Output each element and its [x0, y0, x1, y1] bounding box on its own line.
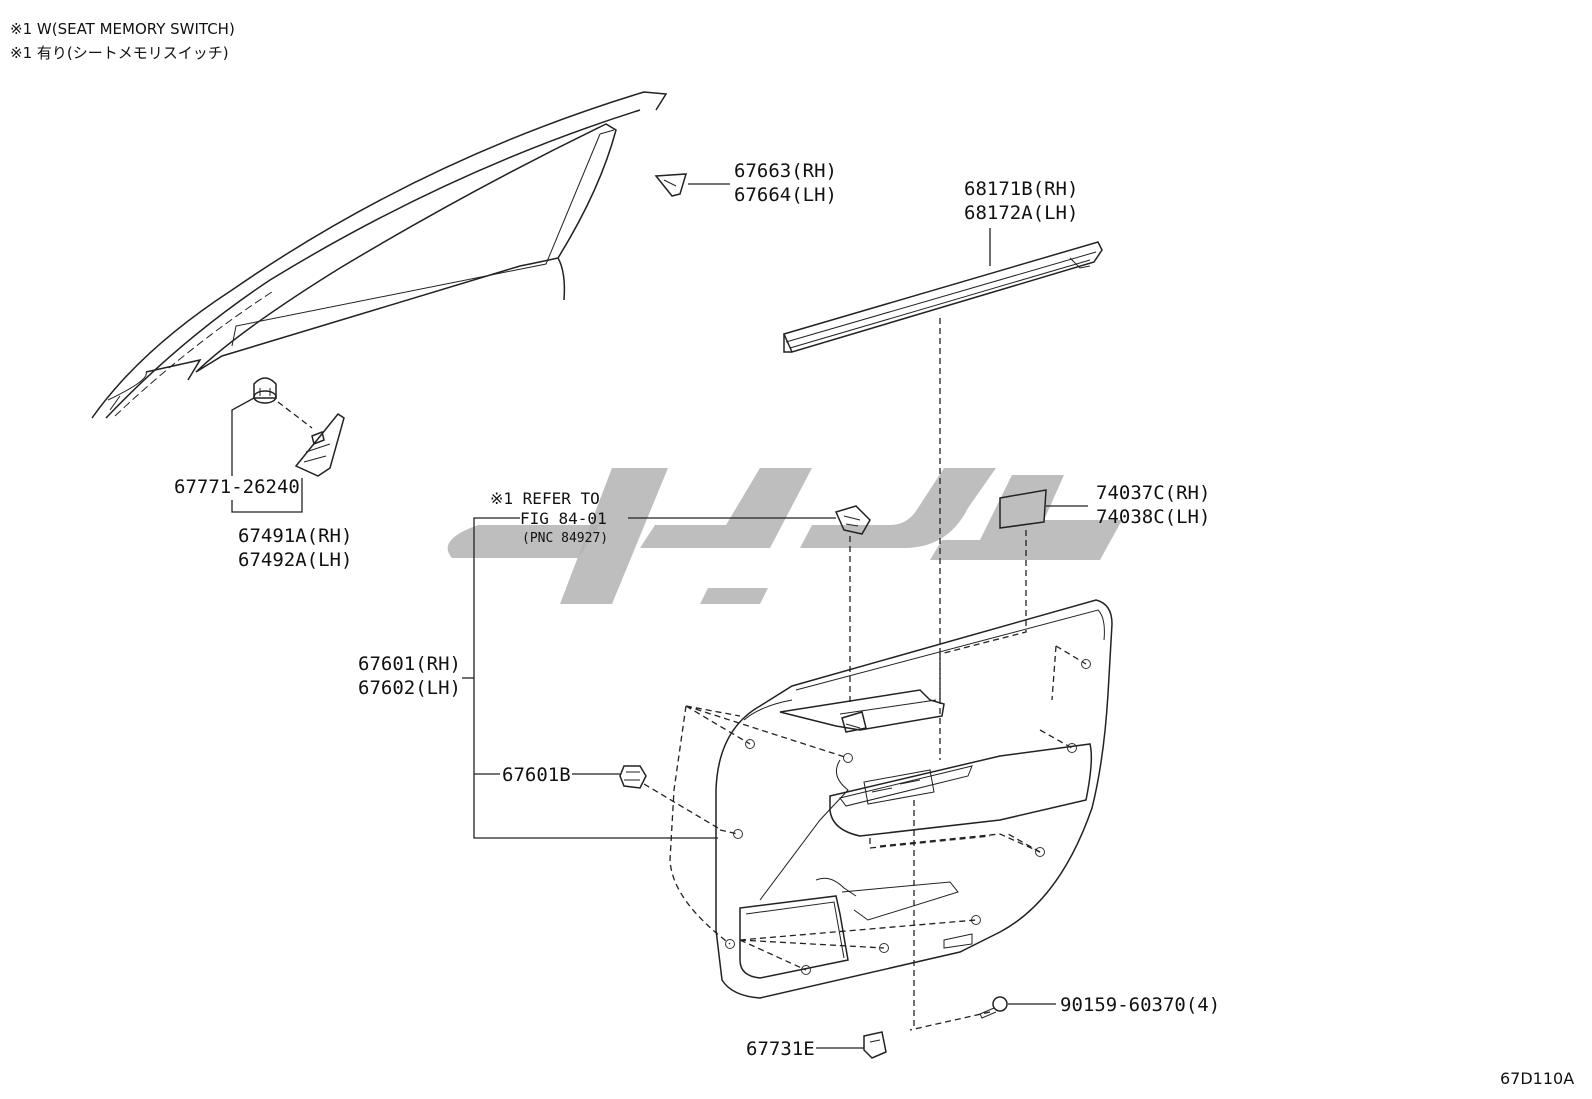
- watermark-logo: [447, 468, 1122, 604]
- weatherstrip-68171b: [782, 241, 1103, 353]
- label-67492a: 67492A(LH): [238, 549, 352, 571]
- label-67771: 67771-26240: [174, 476, 300, 498]
- label-68171b: 68171B(RH): [964, 178, 1078, 200]
- bracket-67491a: [294, 412, 345, 477]
- label-67491a: 67491A(RH): [238, 525, 352, 547]
- label-67601: 67601(RH): [358, 653, 461, 675]
- clip-67771: [253, 377, 277, 404]
- door-trim-panel-67601: [715, 599, 1113, 999]
- leader-clip-bracket: [277, 401, 313, 429]
- pad-74037c: [999, 489, 1047, 529]
- screw-90159: [979, 996, 1008, 1019]
- figure-code: 67D110A: [1500, 1069, 1574, 1088]
- dash-74037c-panel: [939, 530, 1027, 700]
- label-67663: 67663(RH): [734, 160, 837, 182]
- label-67602: 67602(LH): [358, 677, 461, 699]
- refer-line2: FIG 84-01: [520, 509, 607, 528]
- clip-67601b: [619, 765, 647, 789]
- panel-holes: [725, 659, 1091, 975]
- note-seat-memory-jp: ※1 有り(シートメモリスイッチ): [10, 44, 229, 62]
- label-90159: 90159-60370(4): [1060, 994, 1220, 1016]
- label-74038c: 74038C(LH): [1096, 506, 1210, 528]
- corner-cover-67663: [654, 173, 688, 197]
- label-74037c: 74037C(RH): [1096, 482, 1210, 504]
- fastener-dash-lines: [643, 645, 1087, 1030]
- dash-screw: [909, 1011, 991, 1031]
- label-68172a: 68172A(LH): [964, 202, 1078, 224]
- refer-line3: (PNC 84927): [522, 531, 608, 546]
- label-67664: 67664(LH): [734, 184, 837, 206]
- bracket-67771-67491a: [231, 397, 303, 513]
- seat-memory-switch: [834, 505, 871, 535]
- clip-67731e: [863, 1031, 887, 1059]
- label-67601b: 67601B: [502, 764, 571, 786]
- refer-line1: ※1 REFER TO: [490, 489, 600, 508]
- label-67731e: 67731E: [746, 1038, 815, 1060]
- door-frame: [91, 91, 668, 419]
- note-seat-memory-en: ※1 W(SEAT MEMORY SWITCH): [10, 20, 235, 38]
